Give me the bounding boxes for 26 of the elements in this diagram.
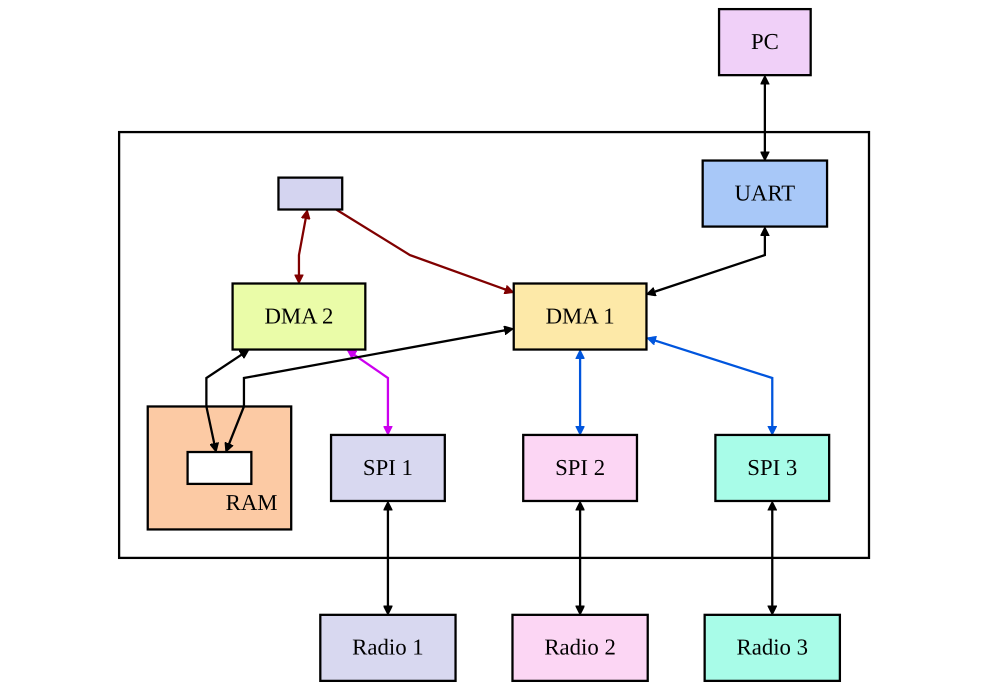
cluster: [118, 130, 871, 560]
arrow: [576, 350, 586, 436]
arrow: [760, 75, 770, 161]
arrow: [336, 208, 515, 294]
node-box: [186, 450, 253, 486]
arrow: [294, 210, 312, 284]
node-box: SPI 2: [522, 434, 639, 502]
node-box: Radio 2: [512, 614, 650, 682]
node-box: DMA 2: [232, 282, 367, 351]
node-box: DMA 1: [513, 282, 648, 351]
arrow: [224, 325, 514, 452]
arrow: [646, 226, 770, 296]
node-box: [278, 176, 344, 211]
node-box: UART: [702, 159, 829, 228]
arrow: [646, 336, 778, 436]
arrow: [768, 500, 778, 616]
arrow: [576, 500, 586, 616]
arrow: [383, 500, 394, 616]
arrow: [347, 349, 394, 436]
node-box: PC: [718, 8, 812, 76]
node-box: SPI 1: [330, 434, 446, 502]
node-box: SPI 3: [714, 434, 831, 502]
arrow: [206, 349, 250, 452]
node-box: Radio 1: [320, 614, 458, 682]
cluster: RAM: [147, 405, 293, 531]
node-box: Radio 3: [704, 614, 842, 682]
